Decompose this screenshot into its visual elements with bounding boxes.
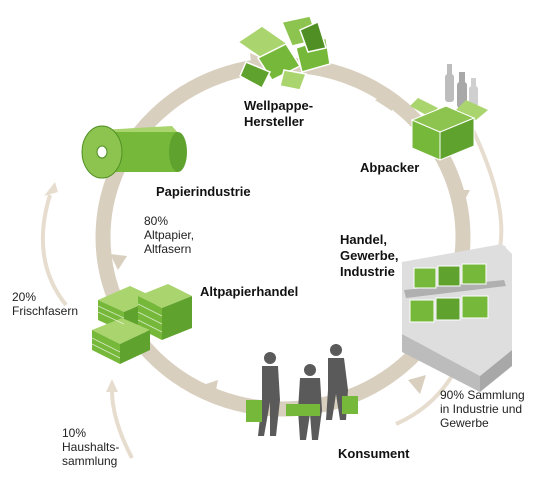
label-konsument: Konsument	[338, 446, 410, 461]
note-altpapier-share: 80% Altpapier, Altfasern	[144, 214, 195, 256]
label-abpacker: Abpacker	[360, 160, 420, 175]
corrugated-board-icon	[236, 15, 331, 91]
packaging-box-icon	[410, 64, 488, 161]
note-haushaltssammlung: 10% Haushalts- sammlung	[62, 426, 120, 468]
label-papierindustrie: Papierindustrie	[156, 184, 251, 199]
consumers-icon	[246, 344, 358, 440]
label-wellpappe-hersteller: Wellpappe- Hersteller	[244, 98, 314, 129]
note-frischfasern-share: 20% Frischfasern	[12, 290, 79, 318]
label-altpapierhandel: Altpapierhandel	[200, 284, 299, 299]
paper-roll-icon	[81, 125, 187, 179]
paper-bales-icon	[91, 284, 192, 364]
label-handel-gewerbe-industrie: Handel, Gewerbe, Industrie	[340, 232, 399, 279]
note-industrie-sammlung: 90% Sammlung in Industrie und Gewerbe	[440, 388, 525, 430]
retail-shelf-icon	[402, 244, 512, 392]
